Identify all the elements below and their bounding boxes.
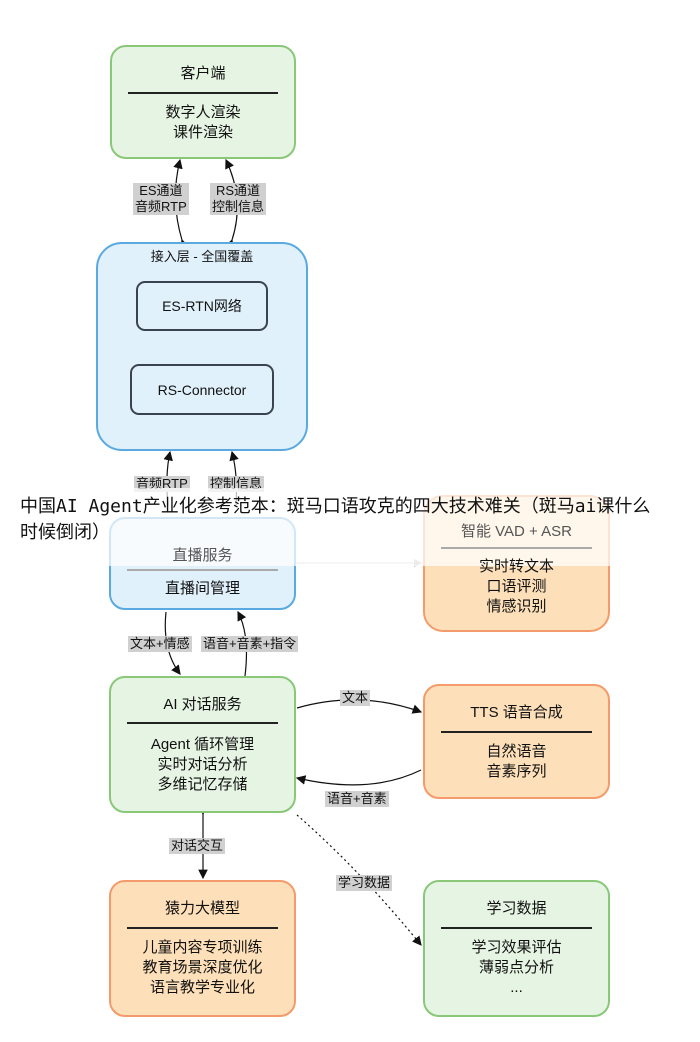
- ai-dialog-box: AI 对话服务 Agent 循环管理实时对话分析多维记忆存储: [109, 676, 296, 813]
- live-title: 直播服务: [172, 547, 233, 564]
- line: Agent 循环管理: [150, 736, 255, 753]
- line: 语言教学专业化: [149, 979, 255, 996]
- edge-voice-phoneme: [295, 769, 422, 786]
- divider: [128, 92, 278, 94]
- line: 控制信息: [212, 199, 265, 214]
- divider: [441, 927, 592, 929]
- rs-connector-box: RS-Connector: [130, 364, 274, 415]
- line: 口语评测: [486, 578, 547, 595]
- line: 课件渲染: [172, 124, 233, 141]
- line: 多维记忆存储: [157, 776, 248, 793]
- line: RS通道: [215, 183, 261, 198]
- label-text-emotion: 文本+情感: [128, 636, 192, 652]
- learning-data-box: 学习数据 学习效果评估薄弱点分析...: [423, 880, 610, 1017]
- line: 实时转文本: [478, 558, 554, 575]
- divider: [127, 722, 278, 724]
- client-lines: 数字人渲染课件渲染: [112, 103, 294, 143]
- llm-title: 猿力大模型: [164, 900, 240, 917]
- divider: [441, 731, 592, 733]
- label-text: 文本: [340, 690, 371, 706]
- es-rtn-box: ES-RTN网络: [136, 281, 268, 331]
- label-es-channel: ES通道音频RTP: [133, 183, 189, 215]
- llm-box: 猿力大模型 儿童内容专项训练教育场景深度优化语言教学专业化: [109, 880, 296, 1017]
- client-box: 客户端 数字人渲染课件渲染: [110, 45, 296, 159]
- access-title: 接入层 - 全国覆盖: [150, 249, 254, 264]
- asr-title: 智能 VAD + ASR: [460, 523, 572, 540]
- line: 实时对话分析: [157, 756, 248, 773]
- client-title: 客户端: [180, 65, 226, 82]
- live-line: 直播间管理: [164, 580, 240, 597]
- divider: [127, 927, 278, 929]
- line: 自然语音: [486, 743, 547, 760]
- line: 儿童内容专项训练: [142, 939, 263, 956]
- line: 薄弱点分析: [478, 959, 554, 976]
- line: 音素序列: [486, 763, 547, 780]
- divider: [441, 547, 592, 549]
- label-rs-channel: RS通道控制信息: [210, 183, 267, 215]
- line: 音频RTP: [135, 199, 187, 214]
- tts-title: TTS 语音合成: [470, 704, 563, 721]
- tts-box: TTS 语音合成 自然语音音素序列: [423, 684, 610, 799]
- divider: [127, 569, 278, 571]
- label-dialog: 对话交互: [169, 838, 226, 854]
- line: 情感识别: [486, 598, 547, 615]
- line: 教育场景深度优化: [142, 959, 263, 976]
- ai-title: AI 对话服务: [163, 696, 242, 713]
- line: 数字人渲染: [165, 104, 241, 121]
- data-title: 学习数据: [486, 900, 547, 917]
- label-learn: 学习数据: [336, 875, 393, 891]
- label-voice-phoneme: 语音+音素: [325, 791, 389, 807]
- title-overlay: [0, 488, 700, 566]
- label-voice-cmd: 语音+音素+指令: [201, 636, 299, 652]
- access-layer-box: 接入层 - 全国覆盖 ES-RTN网络 RS-Connector: [96, 242, 308, 451]
- overlay-title: 中国AI Agent产业化参考范本：斑马口语攻克的四大技术难关（斑马ai课什么时…: [20, 496, 651, 543]
- line: 学习效果评估: [471, 939, 562, 956]
- line: ES通道: [139, 183, 183, 198]
- line: ...: [510, 979, 523, 996]
